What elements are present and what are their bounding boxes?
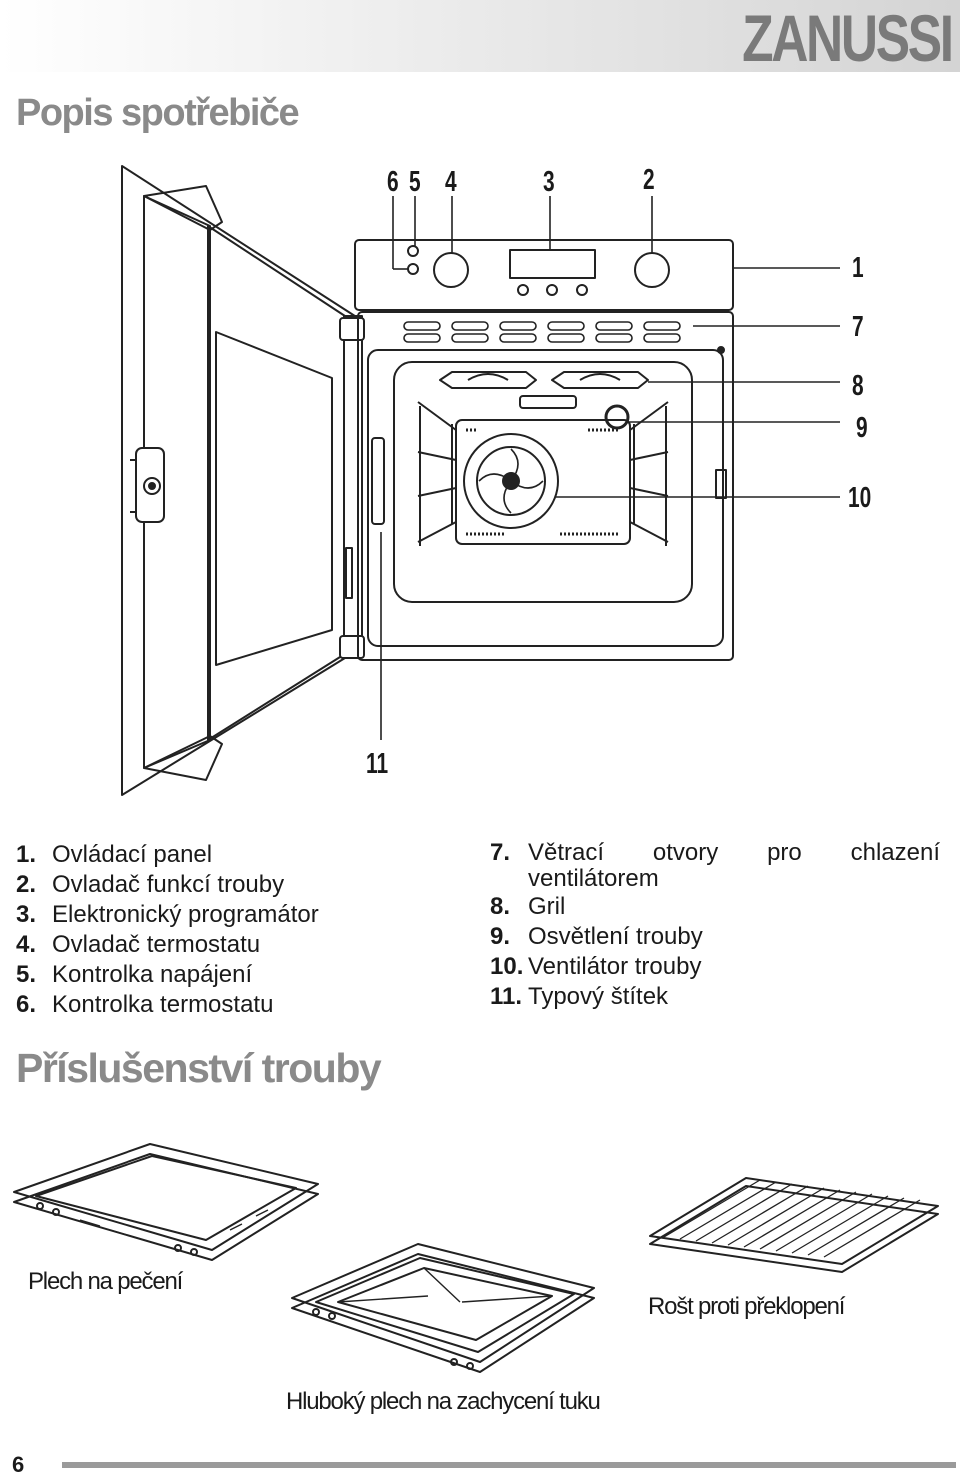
callout-8: 8 bbox=[852, 370, 864, 402]
page-title: Popis spotřebiče bbox=[16, 92, 300, 134]
legend-item: 5.Kontrolka napájení bbox=[16, 961, 253, 988]
callout-7: 7 bbox=[852, 311, 864, 343]
wire-shelf-illustration bbox=[649, 1177, 939, 1273]
fan-panel bbox=[455, 419, 631, 545]
callout-11: 11 bbox=[366, 748, 389, 780]
deep-tray-label: Hluboký plech na zachycení tuku bbox=[286, 1388, 601, 1415]
legend-list-left: 1.Ovládací panel 2.Ovladač funkcí trouby… bbox=[16, 840, 396, 1020]
callout-9: 9 bbox=[856, 412, 868, 444]
oven-door bbox=[121, 165, 385, 796]
footer-divider bbox=[62, 1462, 956, 1468]
legend-item: 8.Gril bbox=[490, 893, 566, 920]
legend-item: 4.Ovladač termostatu bbox=[16, 931, 261, 958]
legend-item: 2.Ovladač funkcí trouby bbox=[16, 871, 285, 898]
legend-item: 9.Osvětlení trouby bbox=[490, 923, 703, 950]
callout-2: 2 bbox=[643, 164, 655, 196]
baking-tray-illustration bbox=[13, 1143, 319, 1261]
baking-tray-label: Plech na pečení bbox=[28, 1268, 183, 1295]
legend-item: 1.Ovládací panel bbox=[16, 841, 213, 868]
legend-item: 3.Elektronický programátor bbox=[16, 901, 319, 928]
callout-4: 4 bbox=[445, 166, 457, 198]
grill-element bbox=[439, 371, 649, 430]
leader-lines bbox=[380, 196, 840, 740]
legend-list-right: 7.Větrací otvory pro chlazení ventilátor… bbox=[490, 840, 940, 1012]
callout-6: 6 bbox=[387, 166, 399, 198]
oven-body bbox=[357, 311, 734, 661]
callout-10: 10 bbox=[848, 482, 872, 514]
header-bar: ZANUSSI bbox=[0, 0, 960, 75]
legend-item: 7.Větrací otvory pro chlazení ventilátor… bbox=[490, 839, 940, 892]
oven-diagram bbox=[121, 165, 840, 796]
legend-item: 6.Kontrolka termostatu bbox=[16, 991, 274, 1018]
legend-item: 10.Ventilátor trouby bbox=[490, 953, 702, 980]
callout-3: 3 bbox=[543, 166, 555, 198]
callout-5: 5 bbox=[409, 166, 421, 198]
shelf-rails bbox=[417, 401, 669, 546]
control-panel bbox=[354, 239, 734, 311]
accessories-title: Příslušenství trouby bbox=[16, 1045, 382, 1091]
brand-logo: ZANUSSI bbox=[742, 1, 954, 75]
page-number: 6 bbox=[12, 1452, 25, 1477]
cooling-vents bbox=[403, 321, 681, 343]
wire-shelf-label: Rošt proti překlopení bbox=[648, 1293, 845, 1320]
legend-item: 11.Typový štítek bbox=[490, 983, 669, 1010]
deep-tray-illustration bbox=[291, 1243, 595, 1373]
callout-1: 1 bbox=[852, 252, 864, 284]
